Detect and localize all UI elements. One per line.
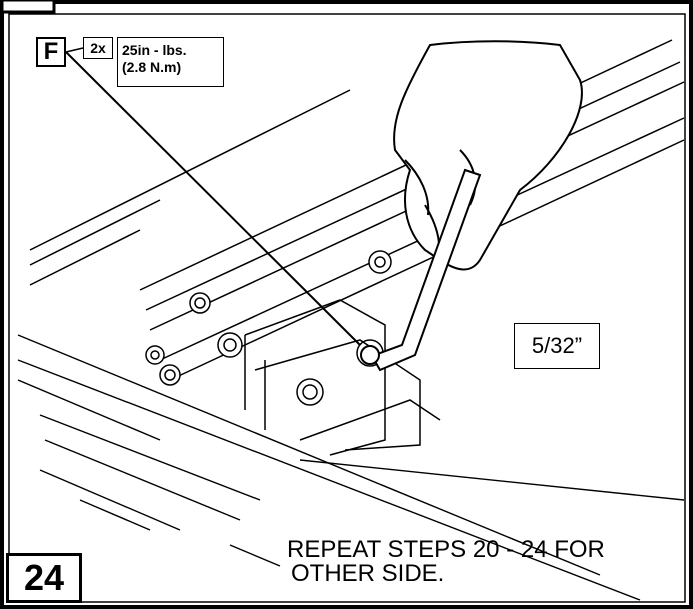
hand-icon <box>393 40 583 271</box>
torque-metric: (2.8 N.m) <box>122 59 182 75</box>
leader-line <box>65 51 361 346</box>
hinge-blocks <box>145 250 392 406</box>
step-number: 24 <box>6 553 82 603</box>
callout-connector <box>65 47 84 53</box>
previous-step-tab <box>0 0 56 14</box>
hex-key-icon <box>360 168 482 372</box>
panel-inner-border <box>8 13 686 603</box>
mounting-block <box>244 299 441 456</box>
repeat-note: REPEAT STEPS 20 - 24 FOR OTHER SIDE. <box>287 538 605 586</box>
torque-imperial: 25in - lbs. <box>122 42 187 58</box>
wrench-size-label: 5/32” <box>514 323 600 369</box>
frame-lines <box>17 334 685 601</box>
repeat-note-line1: REPEAT STEPS 20 - 24 FOR <box>287 536 605 563</box>
torque-spec: 25in - lbs. (2.8 N.m) <box>117 37 224 87</box>
quantity-label: 2x <box>83 37 113 59</box>
repeat-note-line2: OTHER SIDE. <box>291 560 445 587</box>
part-letter-label: F <box>36 37 66 67</box>
